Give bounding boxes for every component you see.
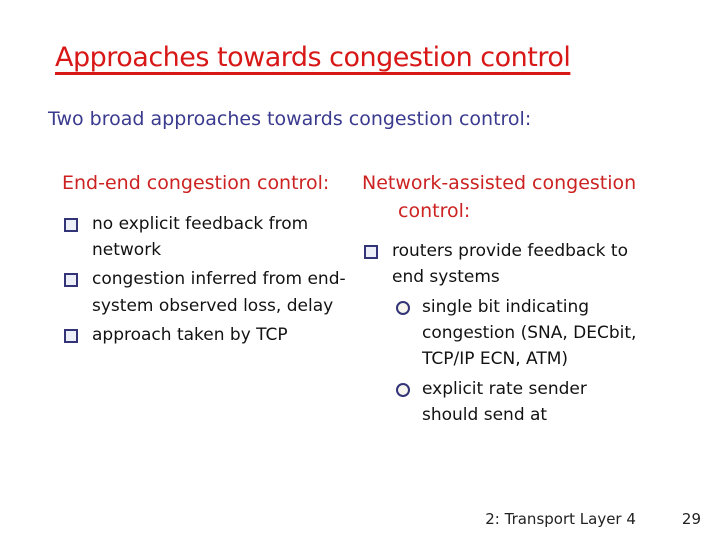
bullet-item-text: congestion inferred from end-system obse… (92, 269, 346, 316)
slide-footer: 2: Transport Layer 4 29 (485, 510, 701, 528)
sub-bullet-item: single bit indicating congestion (SNA, D… (396, 294, 702, 373)
slide-subtitle: Two broad approaches towards congestion … (48, 108, 532, 130)
square-bullet-icon (64, 217, 78, 232)
bullet-item: routers provide feedback to end systems (362, 238, 702, 291)
bullet-item-text: approach taken by TCP (92, 324, 288, 345)
bullet-item: congestion inferred from end-system obse… (62, 266, 362, 319)
square-bullet-icon (64, 328, 78, 343)
page-number: 29 (681, 510, 701, 528)
sub-bullet-item-text: single bit indicating congestion (SNA, D… (422, 296, 637, 370)
sub-bullet-item-text: explicit rate sender should send at (422, 378, 587, 426)
bullet-item-text: routers provide feedback to end systems (392, 241, 628, 288)
column-heading-end-end: End-end congestion control: (62, 172, 330, 194)
square-bullet-icon (364, 245, 378, 260)
sub-bullet-item: explicit rate sender should send at (396, 376, 702, 429)
circle-bullet-icon (396, 382, 410, 397)
bullet-item: no explicit feedback from network (62, 211, 362, 264)
bullet-item-text: no explicit feedback from network (92, 213, 309, 260)
slide-title: Approaches towards congestion control (55, 42, 571, 73)
bullet-item: approach taken by TCP (62, 322, 362, 348)
square-bullet-icon (64, 273, 78, 288)
footer-label: 2: Transport Layer 4 (485, 510, 636, 528)
column-network-assisted: Network-assisted congestion control: rou… (362, 170, 702, 432)
column-heading-network-assisted: Network-assisted congestion control: (362, 172, 637, 222)
circle-bullet-icon (396, 300, 410, 315)
column-end-end: End-end congestion control: no explicit … (62, 170, 362, 351)
